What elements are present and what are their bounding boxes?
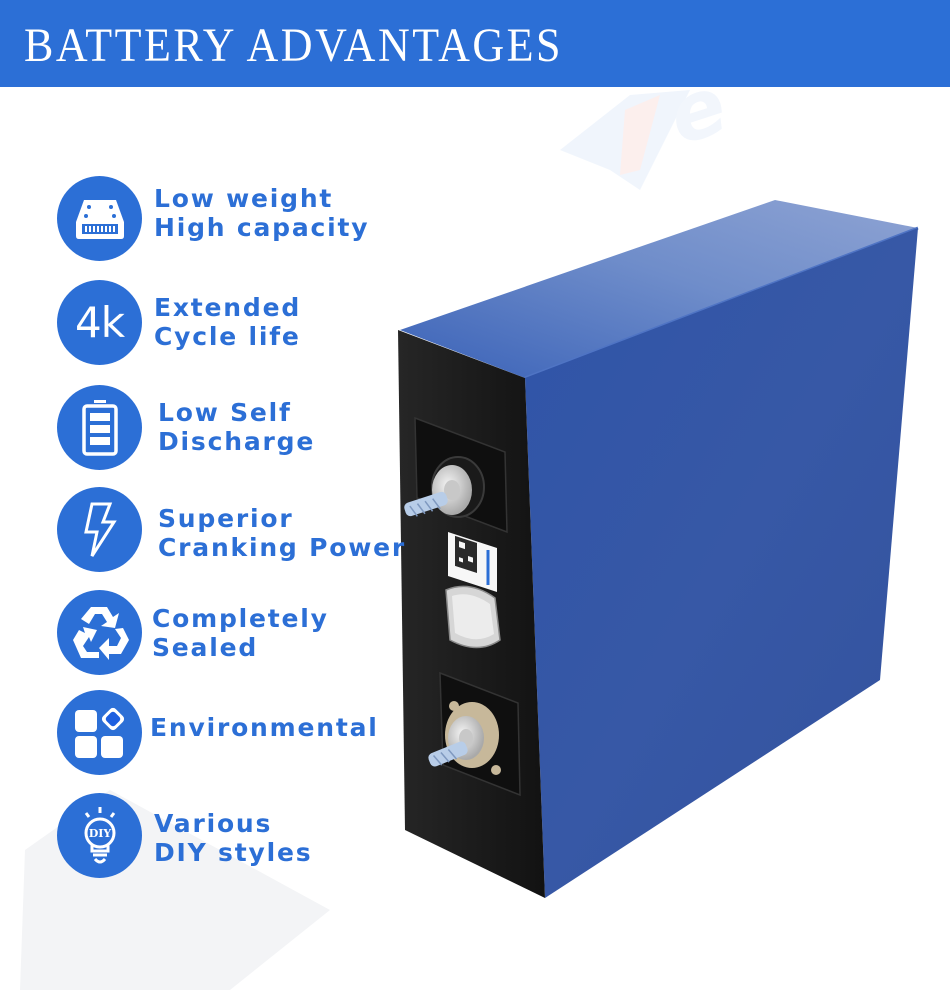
battery-top-face bbox=[400, 200, 918, 378]
feature-label: Low Self Discharge bbox=[158, 397, 316, 456]
feature-extended-cycle-life: 4k Extended Cycle life bbox=[57, 280, 301, 365]
header-banner: BATTERY ADVANTAGES bbox=[0, 0, 950, 87]
qr-code-label bbox=[448, 532, 497, 592]
feature-icon-circle bbox=[57, 385, 142, 470]
feature-various-diy-styles: DIY Various DIY styles bbox=[57, 793, 312, 878]
feature-label: Completely Sealed bbox=[152, 603, 329, 662]
feature-icon-circle: DIY bbox=[57, 793, 142, 878]
app-grid-icon bbox=[74, 707, 124, 758]
positive-terminal bbox=[404, 416, 508, 534]
feature-icon-circle bbox=[57, 487, 142, 572]
lightning-bolt-icon bbox=[83, 502, 117, 557]
feature-completely-sealed: Completely Sealed bbox=[57, 590, 329, 675]
feature-low-self-discharge: Low Self Discharge bbox=[57, 385, 315, 470]
feature-icon-circle bbox=[57, 176, 142, 261]
safety-vent bbox=[445, 585, 501, 649]
negative-terminal bbox=[428, 671, 521, 797]
feature-label: Environmental bbox=[150, 713, 379, 742]
feature-environmental: Environmental bbox=[57, 690, 379, 775]
battery-front-face bbox=[525, 228, 918, 898]
feature-icon-circle bbox=[57, 590, 142, 675]
lightbulb-diy-icon: DIY bbox=[84, 806, 115, 863]
feature-label: Various DIY styles bbox=[154, 808, 313, 867]
feature-icon-circle: 4k bbox=[57, 280, 142, 365]
4k-cycle-icon: 4k bbox=[74, 298, 125, 347]
battery-level-icon bbox=[81, 399, 118, 456]
feature-label: Extended Cycle life bbox=[154, 292, 302, 351]
svg-text:e: e bbox=[657, 58, 737, 163]
hard-drive-icon bbox=[75, 199, 124, 239]
feature-low-weight: Low weight High capacity bbox=[57, 176, 369, 261]
feature-label: Low weight High capacity bbox=[154, 183, 370, 242]
page-title: BATTERY ADVANTAGES bbox=[24, 19, 563, 72]
feature-label: Superior Cranking Power bbox=[158, 503, 407, 562]
svg-text:DIY: DIY bbox=[88, 827, 111, 840]
recycle-icon bbox=[72, 606, 129, 660]
feature-superior-cranking-power: Superior Cranking Power bbox=[57, 487, 406, 572]
feature-icon-circle bbox=[57, 690, 142, 775]
